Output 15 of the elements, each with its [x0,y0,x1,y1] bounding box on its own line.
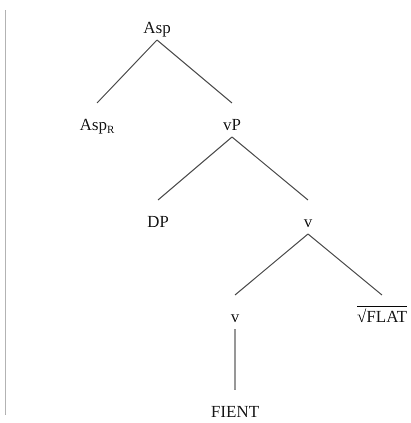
node-label: DP [147,212,169,231]
node-label: Asp [143,18,171,37]
node-label: FIENT [210,402,260,421]
tree-branch [234,234,308,296]
tree-branch [158,136,232,200]
tree-branch [96,40,158,104]
node-label: vP [223,115,241,134]
node-label: √FLAT [357,307,407,326]
tree-branch [234,329,236,390]
node-label: v [230,307,240,326]
tree-branch [308,234,382,296]
tree-branch [232,136,308,200]
node-label: v [304,212,312,231]
node-label: Asp$_{R}$ [80,115,114,134]
tree-branch [156,40,232,104]
